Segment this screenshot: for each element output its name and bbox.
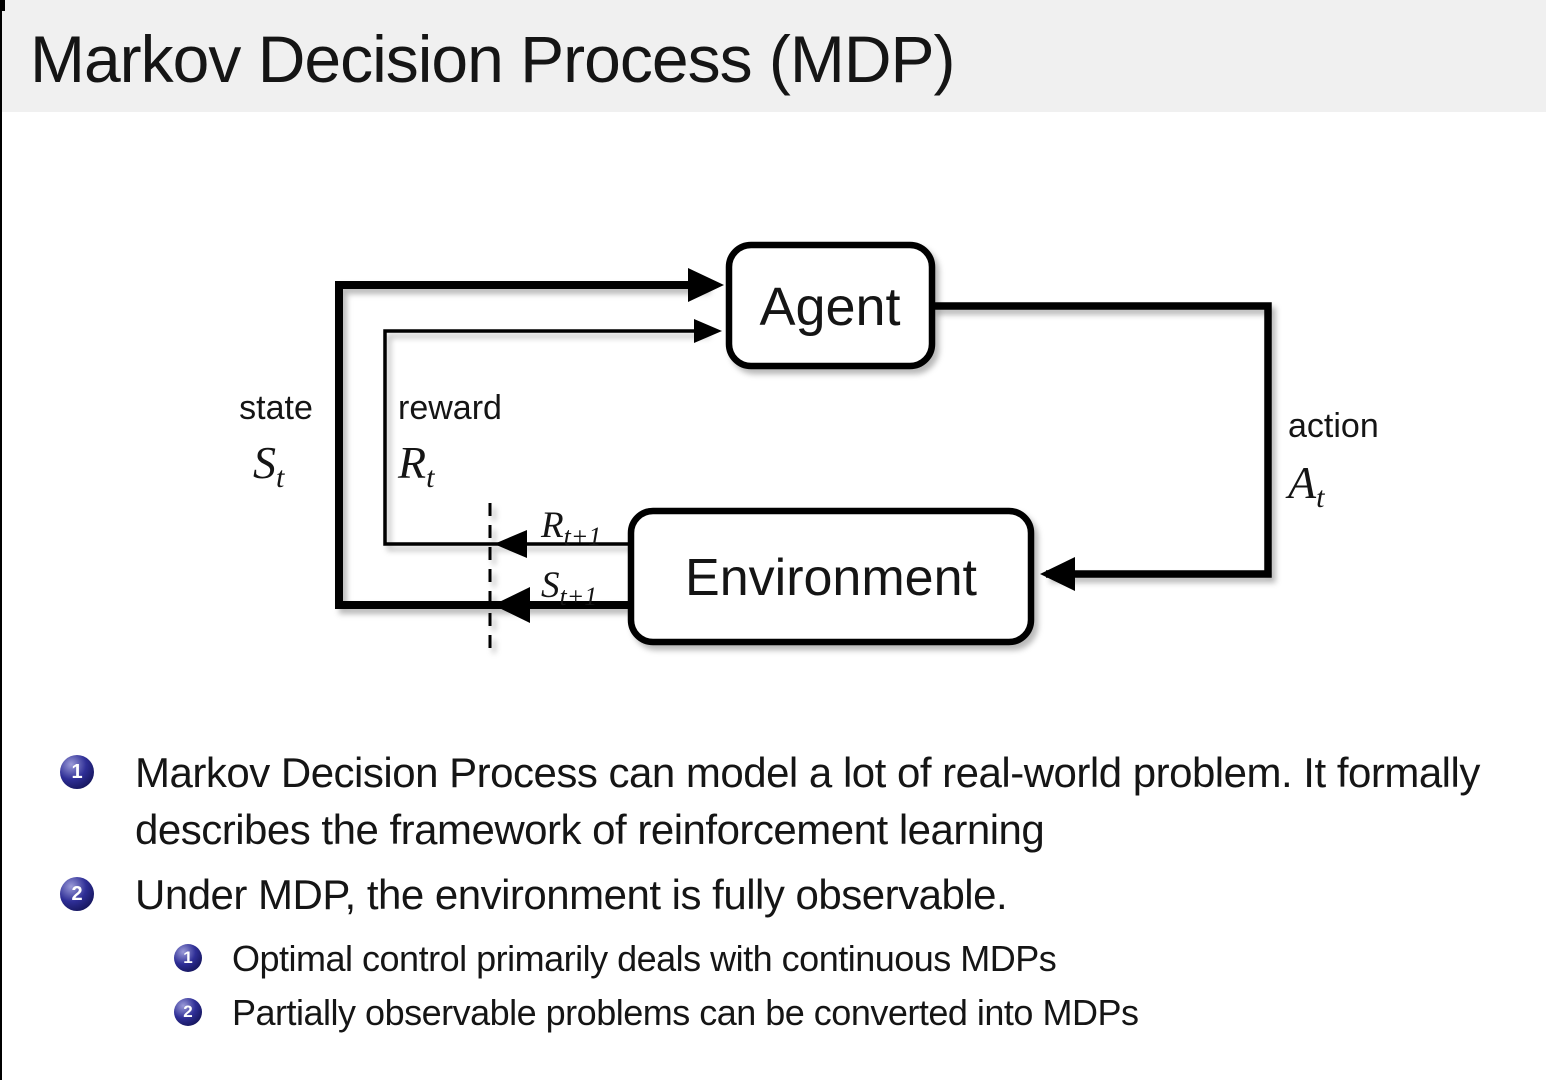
- list-item: 2 Under MDP, the environment is fully ob…: [60, 866, 1510, 923]
- reward-arrowhead-icon: [694, 319, 722, 343]
- next-reward-label: Rt+1: [540, 505, 601, 551]
- next-reward-arrowhead-icon: [494, 530, 527, 558]
- bullet-ball: 2: [60, 877, 94, 911]
- agent-box: [725, 241, 936, 370]
- list-item: 2 Partially observable problems can be c…: [174, 986, 1510, 1040]
- environment-label: Environment: [685, 549, 977, 607]
- diagram-arrowheads: [493, 268, 1075, 623]
- bullet-ball: 1: [60, 755, 94, 789]
- bullet-text: Markov Decision Process can model a lot …: [135, 749, 1480, 853]
- agent-label: Agent: [759, 277, 900, 337]
- environment-box: [627, 507, 1035, 646]
- action-var-label: At: [1285, 457, 1325, 514]
- diagram-labels: Agent Environment state St reward Rt act…: [239, 277, 1379, 611]
- sub-bullet-list: 1 Optimal control primarily deals with c…: [174, 932, 1510, 1040]
- bullet-ball: 1: [174, 944, 202, 972]
- reward-var-label: Rt: [397, 437, 435, 494]
- slide-corner-mark: [0, 0, 5, 11]
- page-title: Markov Decision Process (MDP): [30, 22, 956, 96]
- next-state-label: St+1: [541, 565, 597, 611]
- bullet-text: Partially observable problems can be con…: [232, 992, 1139, 1033]
- bullet-list: 1 Markov Decision Process can model a lo…: [60, 744, 1510, 1040]
- state-arrowhead-icon: [688, 268, 724, 302]
- title-bar: Markov Decision Process (MDP): [0, 0, 1546, 112]
- diagram-boxes: [627, 241, 1035, 646]
- state-var-label: St: [253, 437, 285, 494]
- action-arrowhead-icon: [1040, 557, 1075, 591]
- action-loop-line: [933, 302, 1272, 578]
- list-item: 1 Optimal control primarily deals with c…: [174, 932, 1510, 986]
- bullet-text: Under MDP, the environment is fully obse…: [135, 871, 1008, 918]
- reward-word-label: reward: [398, 389, 502, 427]
- slide-left-border: [0, 0, 2, 1080]
- state-word-label: state: [239, 389, 313, 427]
- state-loop-line: [335, 281, 706, 609]
- bullet-ball: 2: [174, 998, 202, 1026]
- bullet-text: Optimal control primarily deals with con…: [232, 938, 1057, 979]
- list-item: 1 Markov Decision Process can model a lo…: [60, 744, 1510, 858]
- next-state-arrowhead-icon: [493, 587, 530, 623]
- action-word-label: action: [1288, 407, 1379, 445]
